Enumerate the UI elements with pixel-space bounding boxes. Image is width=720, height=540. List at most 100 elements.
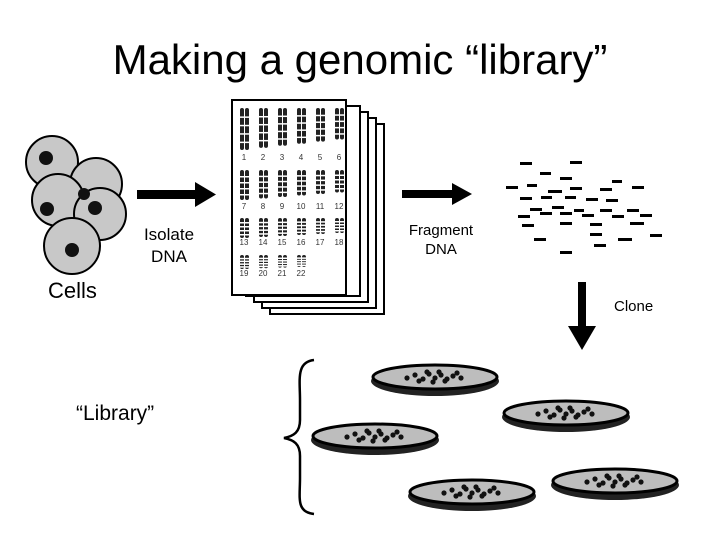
- bacterial-colony: [457, 491, 463, 497]
- bacterial-colony: [604, 473, 610, 479]
- chromosome: [283, 108, 287, 146]
- nucleus: [88, 201, 102, 215]
- nucleus: [65, 243, 79, 257]
- chromosome: [340, 218, 344, 233]
- chromosome: [340, 108, 344, 140]
- karyotype-sheet-front: [231, 99, 347, 296]
- bacterial-colony: [616, 473, 622, 479]
- chromosome: [245, 108, 249, 150]
- petri-dish: [551, 467, 679, 500]
- bacterial-colony: [356, 437, 362, 443]
- bacterial-colony: [441, 490, 447, 496]
- bacterial-colony: [592, 476, 598, 482]
- bacterial-colony: [370, 438, 376, 444]
- bacterial-colony: [547, 414, 553, 420]
- dna-fragment: [590, 223, 602, 226]
- petri-dish: [311, 422, 439, 455]
- chromosome: [297, 255, 301, 267]
- nucleus: [78, 188, 90, 200]
- chromosome-number: 4: [299, 153, 304, 162]
- fragment-arrow: [402, 183, 472, 205]
- chromosome-number: 2: [261, 153, 266, 162]
- bacterial-colony: [573, 414, 579, 420]
- bacterial-colony: [630, 477, 636, 483]
- clone-label: Clone: [614, 298, 654, 315]
- chromosome: [278, 108, 282, 146]
- chromosome-number: 16: [297, 238, 306, 247]
- bacterial-colony: [424, 369, 430, 375]
- bacterial-colony: [473, 484, 479, 490]
- slide-title: Making a genomic “library”: [112, 36, 608, 83]
- chromosome-number: 11: [316, 202, 325, 211]
- dna-fragment: [548, 190, 562, 193]
- bacterial-colony: [404, 375, 410, 381]
- bacterial-colony: [612, 479, 618, 485]
- chromosome: [283, 218, 287, 236]
- bacterial-colony: [450, 373, 456, 379]
- chromosome: [264, 218, 268, 237]
- bacterial-colony: [398, 434, 404, 440]
- chromosome: [335, 218, 339, 233]
- chromosome: [316, 108, 320, 142]
- chromosome-number: 1: [242, 153, 247, 162]
- bacterial-colony: [376, 428, 382, 434]
- chromosome: [321, 218, 325, 234]
- bacterial-colony: [432, 375, 438, 381]
- chromosome-number: 18: [335, 238, 344, 247]
- dna-fragment: [650, 234, 662, 237]
- bacterial-colony: [584, 479, 590, 485]
- chromosome-number: 13: [240, 238, 249, 247]
- dna-fragment: [534, 238, 546, 241]
- chromosome: [278, 218, 282, 236]
- chromosome-number: 20: [259, 269, 268, 278]
- fragment-label-line1: Fragment: [408, 222, 474, 239]
- bacterial-colony: [551, 412, 557, 418]
- dna-fragment: [530, 208, 542, 211]
- chromosome: [264, 170, 268, 199]
- library-label: “Library”: [76, 402, 155, 425]
- bacterial-colony: [581, 409, 587, 415]
- dna-fragment: [540, 212, 552, 215]
- dna-fragment: [518, 215, 530, 218]
- chromosome: [335, 108, 339, 140]
- dna-fragment: [506, 186, 518, 189]
- library-brace: [283, 358, 315, 516]
- chromosome: [245, 218, 249, 238]
- bacterial-colony: [491, 485, 497, 491]
- dna-fragment: [586, 198, 598, 201]
- chromosome: [302, 255, 306, 267]
- chromosome: [240, 255, 244, 269]
- chromosome-number: 3: [280, 153, 285, 162]
- chromosome-number: 21: [278, 269, 287, 278]
- chromosome: [283, 255, 287, 268]
- bacterial-colony: [634, 474, 640, 480]
- dna-fragment: [630, 222, 644, 225]
- bacterial-colony: [360, 435, 366, 441]
- chromosome: [302, 108, 306, 144]
- bacterial-colony: [563, 411, 569, 417]
- bacterial-colony: [610, 483, 616, 489]
- dna-fragment: [522, 224, 534, 227]
- chromosome-number: 8: [261, 202, 266, 211]
- dna-fragment: [560, 222, 572, 225]
- dna-fragment: [606, 199, 618, 202]
- chromosome: [297, 170, 301, 196]
- bacterial-colony: [442, 378, 448, 384]
- chromosome: [302, 170, 306, 196]
- bacterial-colony: [567, 405, 573, 411]
- chromosome: [245, 255, 249, 269]
- bacterial-colony: [561, 415, 567, 421]
- chromosome: [259, 108, 263, 148]
- chromosome: [278, 255, 282, 268]
- dna-fragment: [560, 251, 572, 254]
- chromosome: [259, 255, 263, 269]
- chromosome: [321, 108, 325, 142]
- nucleus: [39, 151, 53, 165]
- chromosome-number: 12: [335, 202, 344, 211]
- dna-fragment: [612, 215, 624, 218]
- petri-dish: [502, 399, 630, 432]
- chromosome: [240, 108, 244, 150]
- chromosome-number: 6: [337, 153, 342, 162]
